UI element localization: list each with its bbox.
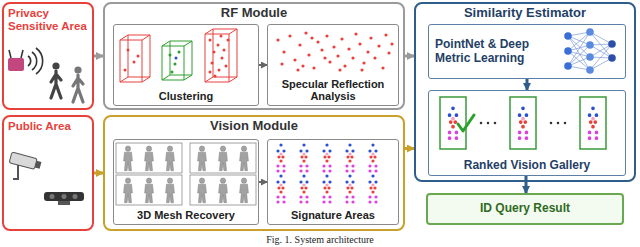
- figure-caption: Fig. 1. System architecture: [0, 233, 640, 246]
- flow-arrow: [405, 55, 414, 58]
- flow-arrow: [259, 181, 267, 183]
- step-label: Signature Areas: [291, 209, 375, 222]
- flow-arrow: [94, 55, 103, 58]
- neural-network-icon: [564, 28, 616, 74]
- flow-arrow: [525, 176, 528, 193]
- step-box: Ranked Vision Gallery: [428, 90, 626, 176]
- area-panel: Privacy Sensitive Area: [2, 2, 94, 110]
- panel-title: RF Module: [221, 6, 287, 21]
- flow-arrow: [94, 172, 103, 175]
- reflection-points: [278, 33, 392, 70]
- step-box: PointNet & Deep Metric Learning: [428, 24, 626, 79]
- panel-title: Privacy Sensitive Area: [8, 7, 88, 33]
- panel-title: Public Area: [8, 120, 71, 133]
- module-panel: Clustering Specular Reflection Analysis RF…: [103, 2, 405, 110]
- panel-title: Similarity Estimator: [464, 6, 586, 21]
- step-label: Specular Reflection Analysis: [272, 78, 394, 103]
- step-label: 3D Mesh Recovery: [137, 209, 235, 222]
- step-label: Clustering: [159, 90, 213, 103]
- wifi-router: [8, 48, 43, 74]
- flow-arrow: [259, 64, 267, 66]
- walking-people: [51, 62, 83, 102]
- step-label: PointNet & Deep Metric Learning: [435, 38, 553, 66]
- security-camera: [9, 152, 42, 179]
- gallery-thumbnails: [440, 97, 606, 149]
- depth-camera: [44, 192, 84, 205]
- estimator-panel: PointNet & Deep Metric LearningRanked Vi…: [414, 2, 636, 182]
- flow-arrow: [526, 79, 529, 90]
- module-panel: 3D Mesh Recovery Signature Areas Vision Mo…: [103, 115, 405, 231]
- cluster-boxes: [120, 29, 237, 82]
- step-label: ID Query Result: [480, 202, 570, 216]
- step-label: Ranked Vision Gallery: [464, 159, 591, 173]
- result-box: ID Query Result: [426, 193, 624, 225]
- step-box: 3D Mesh Recovery: [113, 139, 259, 225]
- step-box: Specular Reflection Analysis: [267, 24, 399, 106]
- step-box: Signature Areas: [267, 139, 399, 225]
- signature-dots: [278, 145, 376, 202]
- step-box: Clustering: [113, 24, 259, 106]
- area-panel: Public Area: [2, 115, 94, 231]
- mesh-panels: [116, 143, 256, 205]
- flow-arrow: [405, 147, 414, 150]
- panel-title: Vision Module: [210, 119, 298, 134]
